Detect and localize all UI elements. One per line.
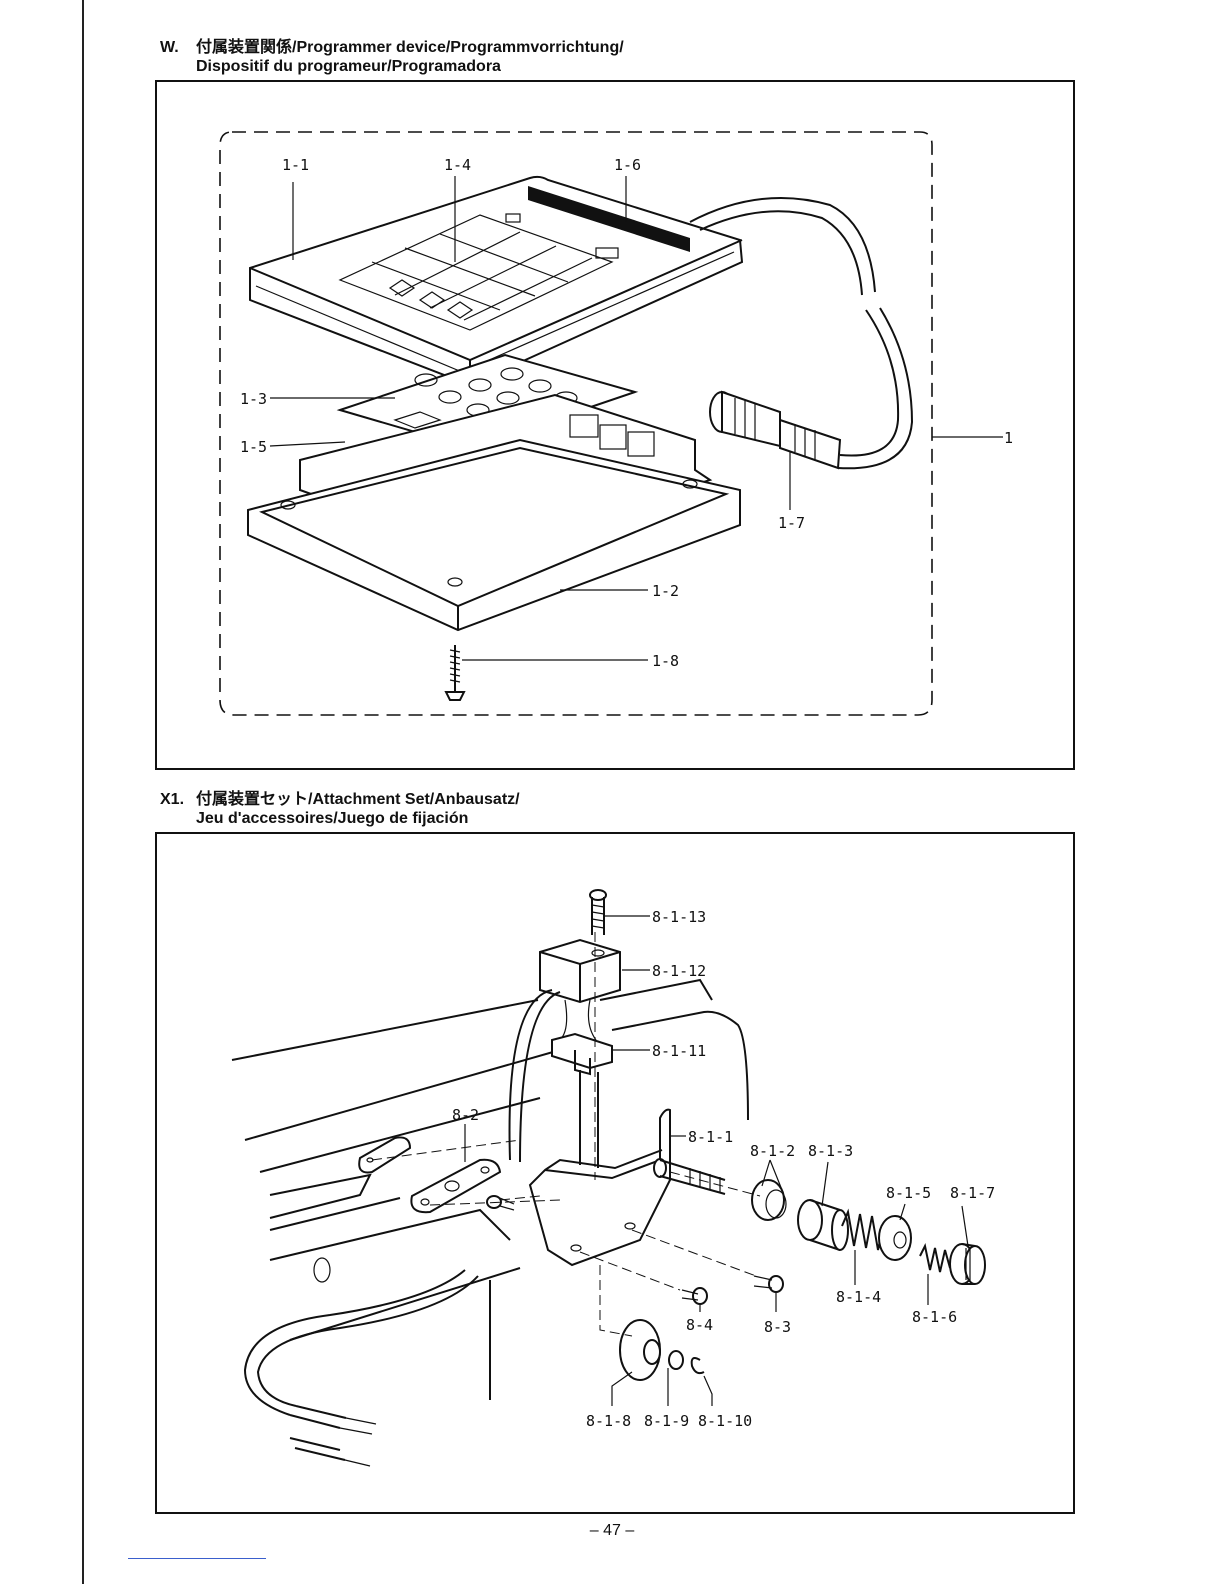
label-8-1-5: 8-1-5 [886, 1184, 931, 1202]
label-1-3: 1-3 [240, 390, 267, 408]
programmer-exploded-view: 1-1 1-4 1-6 1-3 1-5 1-7 1 1-2 1-8 [220, 132, 1013, 715]
label-1-8: 1-8 [652, 652, 679, 670]
label-8-1-10: 8-1-10 [698, 1412, 752, 1430]
label-8-2: 8-2 [452, 1106, 479, 1124]
label-8-1-3: 8-1-3 [808, 1142, 853, 1160]
knob-8-1-7 [950, 1244, 985, 1284]
page-number: – 47 – [0, 1522, 1224, 1540]
spring-8-1-6 [920, 1246, 950, 1272]
label-8-1-4: 8-1-4 [836, 1288, 881, 1306]
label-8-1-12: 8-1-12 [652, 962, 706, 980]
sleeve-8-1-3 [798, 1200, 848, 1250]
label-1-7: 1-7 [778, 514, 805, 532]
cable-connector [710, 392, 840, 468]
label-1: 1 [1004, 429, 1013, 447]
label-8-3: 8-3 [764, 1318, 791, 1336]
block-8-1-12 [540, 940, 620, 1002]
footer-rule [128, 1558, 266, 1559]
washer-8-1-9 [669, 1351, 683, 1369]
label-8-1-9: 8-1-9 [644, 1412, 689, 1430]
label-8-1-8: 8-1-8 [586, 1412, 631, 1430]
label-8-4: 8-4 [686, 1316, 713, 1334]
label-8-1-13: 8-1-13 [652, 908, 706, 926]
label-1-2: 1-2 [652, 582, 679, 600]
label-8-1-2: 8-1-2 [750, 1142, 795, 1160]
sensor-cable-plugs [245, 1270, 478, 1466]
label-1-1: 1-1 [282, 156, 309, 174]
mounting-screw [446, 645, 464, 700]
washer-8-1-5 [879, 1216, 911, 1260]
bracket-8-1-1 [530, 1070, 670, 1265]
label-1-4: 1-4 [444, 156, 471, 174]
label-1-6: 1-6 [614, 156, 641, 174]
screw-8-4 [682, 1288, 707, 1304]
disc-8-1-8 [620, 1320, 660, 1380]
sensor-8-1-11 [552, 1034, 612, 1074]
plate-8-2 [359, 1137, 500, 1212]
attachment-exploded-view: 8-1-13 8-1-12 8-1-11 8-2 8-1-1 8-1-2 8-1… [232, 890, 995, 1466]
sensor-wire [510, 990, 596, 1162]
ring-8-1-10 [692, 1358, 704, 1373]
label-8-1-6: 8-1-6 [912, 1308, 957, 1326]
label-8-1-1: 8-1-1 [688, 1128, 733, 1146]
screw-8-3 [754, 1276, 783, 1292]
programmer-housing-top [250, 177, 742, 385]
label-8-1-7: 8-1-7 [950, 1184, 995, 1202]
label-1-5: 1-5 [240, 438, 267, 456]
label-8-1-11: 8-1-11 [652, 1042, 706, 1060]
screw-8-1-13 [590, 890, 606, 935]
